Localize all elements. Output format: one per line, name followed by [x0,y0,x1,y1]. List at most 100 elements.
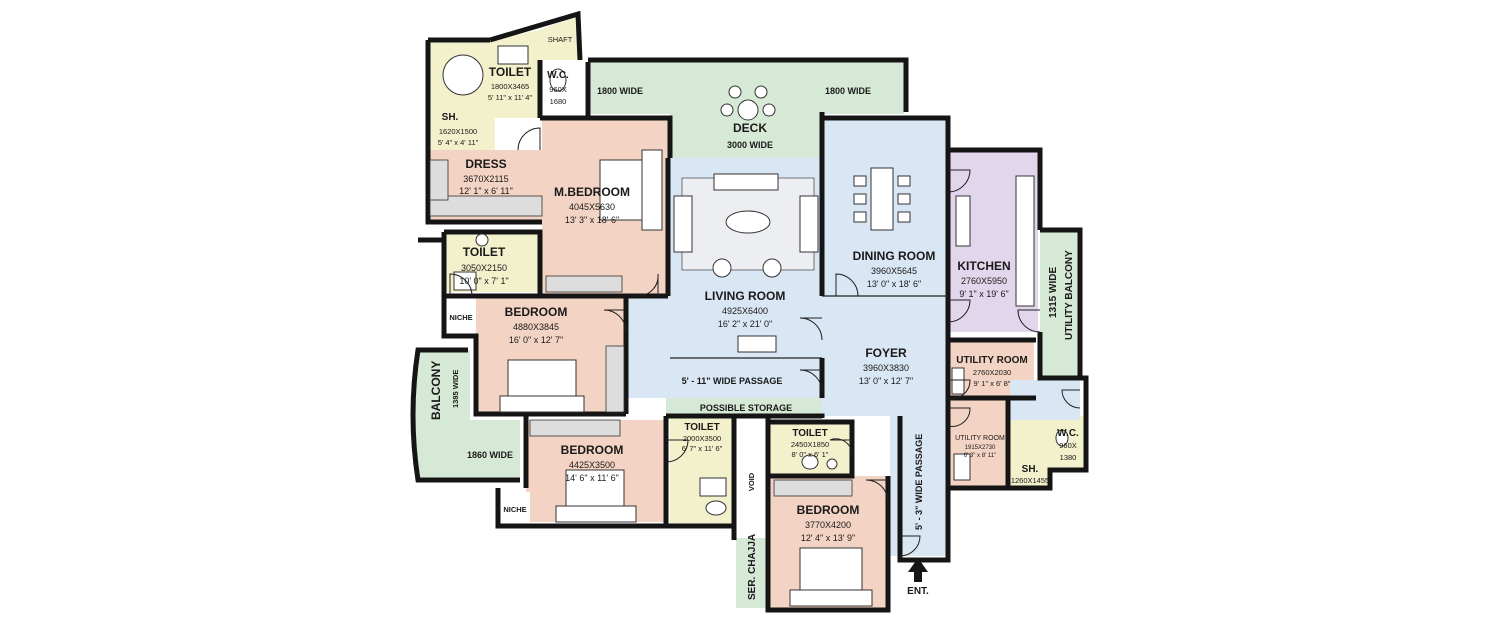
wall-toilet-4 [768,419,855,479]
wardrobe-bedroom-3 [773,479,853,497]
wall-master-top [540,115,673,158]
deck-chair-icon [762,103,776,117]
shower-master-dim-mm: 1620X1500 [439,127,477,136]
foyer-fill [822,296,948,416]
wall-utility-balcony [1040,227,1083,378]
door-master-bedroom[interactable] [637,273,659,297]
bedroom-1-bed-headboard [499,395,585,413]
wall-bedroom-3 [765,418,891,613]
bedroom-3-bed-icon [799,547,863,597]
furniture [442,45,1069,607]
possible-storage-fill [666,398,822,416]
wall-deck-top [588,57,909,112]
toilet-3-dim-mm: 2000X3500 [683,434,721,443]
void-fill [734,418,768,538]
door-toilet-2[interactable] [449,273,473,297]
passage-name: 5' - 11" WIDE PASSAGE [682,376,783,386]
living-room-name: LIVING ROOM [705,289,786,303]
deck-chair-icon [720,103,734,117]
wall-balcony [410,347,520,483]
door-utility-room[interactable] [947,379,971,399]
shower-master-dim-ft: 5' 4" x 4' 11" [438,138,479,147]
door-utility-room-2[interactable] [947,407,971,427]
utility-balcony-width: 1315 WIDE [1048,267,1059,318]
washbasin-icon [497,45,529,65]
door-bedroom-2[interactable] [665,439,689,463]
ser-chajja-fill [736,538,768,608]
washbasin-icon [699,477,727,497]
door-toilet-4[interactable] [829,438,853,457]
wall-bedroom-1 [441,298,626,417]
door-master-toilet[interactable] [517,127,541,151]
doors [449,127,1081,557]
utility-2-sink-icon [953,453,971,481]
shower-utility-name: SH. [1022,464,1039,475]
labels: TOILET 1800X3465 5' 11" x 11' 4" W.C. 96… [429,35,1079,600]
kitchen-dim-mm: 2760X5950 [961,276,1007,286]
wc-master-dim-2: 1680 [550,97,567,106]
door-dining[interactable] [835,273,859,297]
dining-chair-icon [897,175,911,187]
wc-utility-name: W.C. [1057,428,1079,439]
door-bedroom-1[interactable] [603,309,627,333]
dining-room-name: DINING ROOM [853,249,936,263]
dining-chair-icon [853,211,867,223]
door-kitchen[interactable] [947,169,971,193]
entrance-arrow-icon [908,558,928,582]
dining-chair-icon [853,175,867,187]
door-bedroom-3[interactable] [865,479,889,503]
tv-unit-icon [737,335,777,353]
entrance-label: ENT. [907,586,929,597]
utility-sink-icon [951,367,965,395]
toilet-4-name: TOILET [792,428,827,439]
master-bedroom-dim-ft: 13' 3" x 18' 6" [565,215,619,225]
wall-west-upper [425,40,542,225]
door-kitchen-2[interactable] [947,299,971,323]
void-name: VOID [747,472,756,491]
utility-room-2-name: UTILITY ROOM [955,435,1005,442]
wardrobes [429,159,853,497]
bedroom-2-bed-headboard [555,505,637,523]
dining-chair-icon [853,193,867,205]
deck-table-icon [737,99,759,121]
wall-utility-outer [948,375,1089,491]
wall-entrance [897,416,951,563]
bedroom-3-dim-mm: 3770X4200 [805,520,851,530]
foyer-dim-ft: 13' 0" x 12' 7" [859,376,913,386]
door-passage[interactable] [799,369,823,393]
wall-shaft [489,10,583,61]
toilet-4-basin-icon [826,458,838,470]
toilet-2-dim-mm: 3050X2150 [461,263,507,273]
toilet-2-name: TOILET [463,245,506,259]
toilet-master-dim-mm: 1800X3465 [491,82,529,91]
bedroom-2-dim-mm: 4425X3500 [569,460,615,470]
wardrobe-dress [429,195,543,217]
door-utility-balcony[interactable] [1017,309,1041,333]
ser-chajja-name: SER. CHAJJA [747,534,758,600]
niche-1-fill [446,300,476,334]
deck-name: DECK [733,121,767,135]
armchair-icon [762,258,782,278]
utility-room-1-dim-ft: 9' 1" x 6' 8" [974,379,1011,388]
foyer-name: FOYER [865,346,907,360]
door-utility-lobby[interactable] [1061,389,1081,409]
wardrobe-bedroom-2 [529,419,621,437]
foyer-dim-mm: 3960X3830 [863,363,909,373]
toilet-3-wc-icon [705,500,727,516]
deck-chair-icon [728,85,742,99]
balcony-name: BALCONY [429,361,443,420]
wc-master-name: W.C. [547,70,569,81]
deck-width: 3000 WIDE [727,140,773,150]
balcony-width-2: 1860 WIDE [467,450,513,460]
utility-balcony-name: UTILITY BALCONY [1064,250,1075,340]
living-room-dim-mm: 4925X6400 [722,306,768,316]
door-living[interactable] [799,317,823,341]
living-room-dim-ft: 16' 2" x 21' 0" [718,319,772,329]
wc-utility-icon [1055,429,1069,447]
kitchen-dim-ft: 9' 1" x 19' 6" [959,289,1008,299]
door-entrance[interactable] [899,535,921,557]
wardrobe-master [545,275,623,293]
deck-right-width: 1800 WIDE [825,86,871,96]
passage-fill [626,296,822,398]
